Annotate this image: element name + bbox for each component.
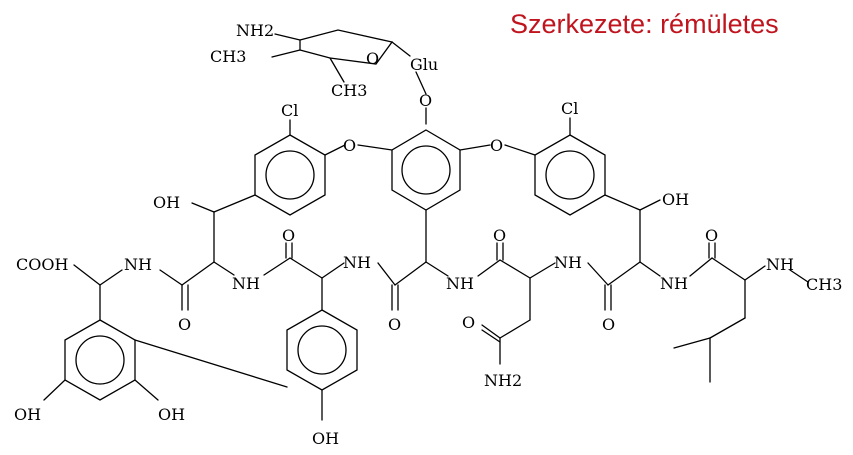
chlorine-left-label: Cl xyxy=(281,101,298,120)
ether-oxygen-left-label: O xyxy=(343,136,356,155)
amide-2-label: NH xyxy=(232,274,260,293)
hydroxyl-benzylic-left-label: OH xyxy=(153,193,180,212)
aromatic-ring-left-upper xyxy=(213,119,346,216)
sugar-amine-label: NH2 xyxy=(236,21,274,40)
carboxyl-label: COOH xyxy=(16,255,68,274)
carbonyl-1-label: O xyxy=(178,315,191,334)
amide-5-label: NH xyxy=(554,253,582,272)
sugar-methyl-left-label: CH3 xyxy=(210,47,246,66)
ether-oxygen-right-label: O xyxy=(490,136,503,155)
phenol-left-label: OH xyxy=(14,405,41,424)
amide-1-label: NH xyxy=(124,255,152,274)
caption-text: Szerkezete: rémületes xyxy=(510,9,779,39)
carbonyl-5-label: O xyxy=(602,315,615,334)
benzylic-bonds xyxy=(191,199,661,263)
aromatic-ring-center xyxy=(357,129,491,263)
carbonyl-7-label: O xyxy=(462,313,475,332)
sugar-ring-oxygen-label: O xyxy=(366,49,379,68)
carbonyl-6-label: O xyxy=(705,226,718,245)
amide-4-label: NH xyxy=(446,274,474,293)
peptide-backbone xyxy=(73,242,809,383)
terminal-methyl-label: CH3 xyxy=(806,275,842,294)
side-amide-label: NH2 xyxy=(484,371,522,390)
sugar-glu-label: Glu xyxy=(410,55,438,74)
aromatic-ring-middle-lower xyxy=(286,309,358,421)
glycoside-oxygen-label: O xyxy=(419,91,432,110)
carbonyl-3-label: O xyxy=(388,315,401,334)
chlorine-right-label: Cl xyxy=(561,99,578,118)
carbonyl-4-label: O xyxy=(493,226,506,245)
aromatic-ring-left-lower xyxy=(43,319,288,401)
phenol-middle-label: OH xyxy=(158,405,185,424)
sugar-methyl-bottom-label: CH3 xyxy=(331,81,367,100)
sugar-ring xyxy=(271,29,427,125)
carbonyl-2-label: O xyxy=(282,226,295,245)
hydroxyl-benzylic-right-label: OH xyxy=(662,190,689,209)
amide-6-label: NH xyxy=(660,274,688,293)
aromatic-ring-right-upper xyxy=(504,117,641,216)
amide-3-label: NH xyxy=(343,253,371,272)
phenol-bottom-label: OH xyxy=(312,429,339,448)
terminal-nh-label: NH xyxy=(766,255,794,274)
